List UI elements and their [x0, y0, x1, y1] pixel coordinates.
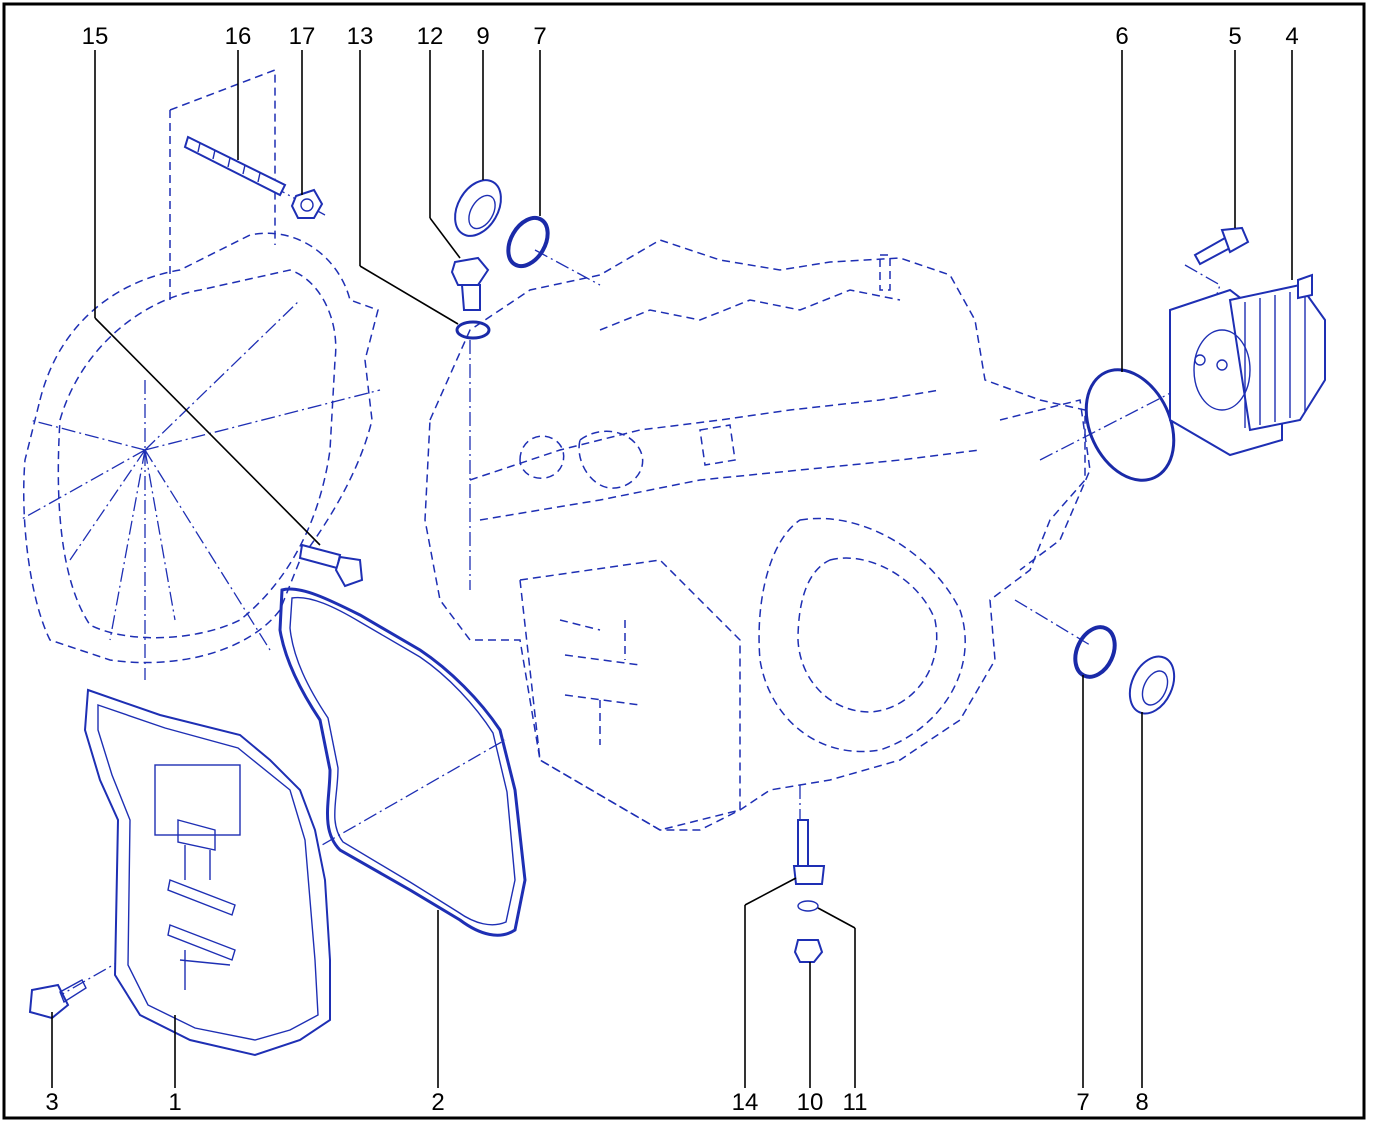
stud-part [183, 135, 287, 197]
seal-9-part [454, 179, 502, 237]
drain-bolt-part [450, 256, 490, 311]
level-stud-part [792, 819, 826, 885]
callout-6: 6 [1115, 23, 1128, 50]
o-ring-7-top-part [506, 215, 550, 269]
oil-cooler-part [1169, 273, 1326, 457]
o-ring-6-part [1084, 368, 1176, 482]
callout-16: 16 [225, 23, 252, 50]
callout-11: 11 [843, 1089, 868, 1116]
callout-4: 4 [1285, 23, 1298, 50]
callout-14: 14 [732, 1089, 759, 1116]
callout-labels: 15 16 17 13 12 9 7 6 5 4 3 1 2 14 10 11 … [45, 23, 1298, 1116]
callout-2: 2 [431, 1089, 444, 1116]
pan-bolt-part [28, 979, 87, 1020]
callout-7-bottom: 7 [1076, 1089, 1089, 1116]
housing-bolt-part [298, 543, 364, 588]
diagram-frame [2, 2, 1366, 1120]
washer-11-part [797, 900, 819, 912]
ghost-transmission-body [424, 239, 1091, 831]
callout-8: 8 [1135, 1089, 1148, 1116]
leader-lines [51, 50, 1293, 1088]
cooler-bolt-part [1193, 226, 1250, 266]
oil-pan-part [83, 688, 331, 1057]
callout-3: 3 [45, 1089, 58, 1116]
o-ring-13-part [455, 320, 491, 340]
callout-7-top: 7 [533, 23, 546, 50]
o-ring-7-lower-part [1073, 625, 1117, 679]
callout-9: 9 [476, 23, 489, 50]
seal-8-part [1128, 655, 1176, 715]
callout-5: 5 [1228, 23, 1241, 50]
plug-10-part [793, 939, 824, 963]
callout-1: 1 [168, 1089, 181, 1116]
callout-15: 15 [82, 23, 109, 50]
callout-12: 12 [417, 23, 444, 50]
gasket-part [278, 587, 527, 937]
callout-10: 10 [797, 1089, 824, 1116]
ghost-housing-left [19, 68, 381, 680]
callout-13: 13 [347, 23, 374, 50]
stud-nut-part [290, 188, 324, 219]
callout-17: 17 [289, 23, 316, 50]
